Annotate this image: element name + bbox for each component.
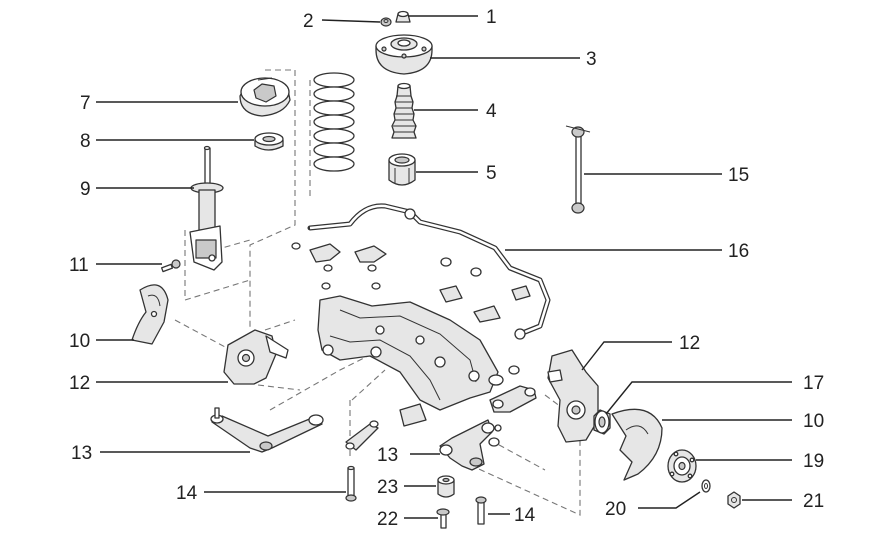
callout-15: 15 — [728, 165, 749, 186]
part-21-hub-nut — [727, 491, 741, 509]
callout-14-right: 14 — [514, 505, 536, 526]
part-14-bolt-right — [475, 496, 487, 525]
callout-3: 3 — [586, 49, 597, 70]
callout-14-left: 14 — [176, 483, 198, 504]
callout-13-right: 13 — [377, 445, 398, 466]
callout-12-left: 12 — [69, 373, 90, 394]
callout-17: 17 — [803, 373, 824, 394]
part-19-wheel-hub — [667, 449, 697, 483]
callout-4: 4 — [486, 101, 497, 122]
callout-9: 9 — [80, 179, 91, 200]
part-4-dust-boot — [391, 82, 417, 139]
callout-13-left: 13 — [71, 443, 92, 464]
part-10-brake-shield-left — [131, 284, 169, 345]
part-22-bolt — [436, 508, 450, 529]
callout-12-right: 12 — [679, 333, 700, 354]
part-7-spring-seat — [239, 77, 291, 117]
part-11-bolt — [160, 259, 181, 273]
callout-8: 8 — [80, 131, 91, 152]
callout-19: 19 — [803, 451, 824, 472]
part-13-control-arm-right — [345, 385, 537, 471]
part-8-bearing — [254, 132, 284, 151]
stabilizer-brackets — [291, 242, 531, 323]
part-12-knuckle-left — [223, 329, 289, 385]
callout-21: 21 — [803, 491, 824, 512]
callout-2: 2 — [303, 11, 314, 32]
leader-lines — [96, 15, 792, 519]
callout-11: 11 — [69, 255, 89, 276]
part-9-strut — [189, 145, 224, 271]
callout-10-left: 10 — [69, 331, 90, 352]
part-15-stabilizer-link — [565, 125, 591, 214]
callout-16: 16 — [728, 241, 749, 262]
callout-1: 1 — [486, 7, 497, 28]
callout-labels: 1 2 3 4 5 7 8 9 11 10 12 13 14 15 16 12 … — [69, 7, 824, 530]
callout-22: 22 — [377, 509, 398, 530]
coil-spring — [313, 72, 355, 172]
subframe — [317, 295, 520, 427]
part-14-bolt-left — [345, 465, 357, 502]
part-12-knuckle-right — [547, 349, 599, 443]
part-20-washer — [701, 479, 711, 493]
callout-23: 23 — [377, 477, 398, 498]
part-10-brake-shield-right — [611, 408, 663, 481]
part-2-small-nut — [380, 17, 392, 27]
callout-20: 20 — [605, 499, 626, 520]
part-17-wheel-bearing — [593, 409, 611, 435]
callout-7: 7 — [80, 93, 91, 114]
part-23-bushing — [437, 475, 455, 498]
part-16-stabilizer-bar — [307, 203, 551, 340]
callout-10-right: 10 — [803, 411, 824, 432]
part-5-bump-stop — [388, 153, 416, 186]
callout-5: 5 — [486, 163, 497, 184]
part-3-strut-mount — [375, 34, 433, 75]
part-1-nut — [395, 10, 411, 23]
part-13-control-arm-left — [210, 407, 324, 453]
